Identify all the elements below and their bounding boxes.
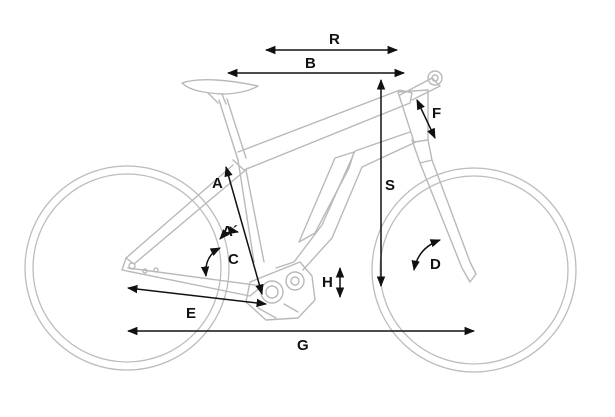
label-g: G — [297, 337, 309, 354]
rear-wheel — [24, 165, 230, 371]
label-h: H — [322, 274, 333, 291]
down-tube — [275, 131, 417, 271]
angle-c — [200, 247, 221, 278]
label-r: R — [329, 31, 340, 48]
label-c: C — [228, 251, 239, 268]
handlebar — [427, 70, 443, 86]
label-b: B — [305, 55, 316, 72]
label-d: D — [430, 256, 441, 273]
angle-d — [411, 239, 441, 272]
label-a: A — [212, 175, 223, 192]
label-f: F — [432, 105, 441, 122]
label-s: S — [385, 177, 395, 194]
stem — [399, 77, 441, 101]
dimension-e — [126, 284, 268, 308]
seat-tube — [237, 159, 265, 263]
top-tube — [232, 89, 413, 171]
bicycle-outline — [24, 70, 577, 373]
seat-stay — [125, 164, 249, 265]
seatpost — [218, 98, 247, 161]
label-e: E — [186, 305, 196, 322]
battery-cutout — [298, 151, 355, 243]
dimension-labels: R B F S A A´ C H D E G — [186, 31, 441, 354]
fork — [411, 139, 477, 283]
dropout — [128, 262, 159, 274]
dimension-f — [416, 99, 436, 139]
angle-a-prime — [219, 226, 240, 240]
dimension-lines — [126, 45, 476, 336]
dimension-a — [224, 165, 264, 296]
label-a-prime: A´ — [222, 223, 238, 240]
saddle — [181, 79, 259, 105]
